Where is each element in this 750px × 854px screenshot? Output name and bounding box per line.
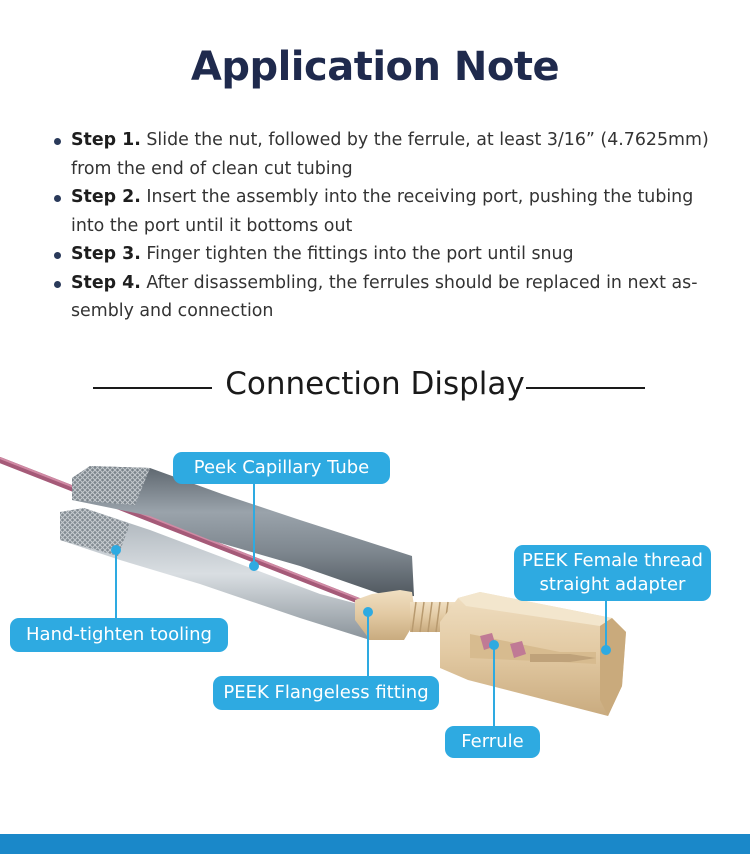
- leader-dot: [111, 545, 121, 555]
- callout-label: PEEK Female thread: [522, 550, 703, 571]
- footer-bar: [0, 834, 750, 854]
- callout-label: Ferrule: [461, 731, 524, 752]
- step-item: Step 2. Insert the assembly into the rec…: [50, 183, 710, 240]
- step-label: Step 4.: [71, 272, 141, 293]
- step-text: Slide the nut, followed by the ferrule, …: [71, 130, 709, 179]
- section-rule-left: [93, 387, 212, 389]
- step-text: Insert the assembly into the receiving p…: [71, 187, 694, 236]
- page-title: Application Note: [190, 44, 560, 90]
- leader-dot: [601, 645, 611, 655]
- step-item: Step 1. Slide the nut, followed by the f…: [50, 126, 710, 183]
- steps-list: Step 1. Slide the nut, followed by the f…: [50, 126, 710, 326]
- callout-label: PEEK Flangeless fitting: [223, 682, 429, 703]
- step-label: Step 2.: [71, 187, 141, 207]
- step-label: Step 1.: [71, 130, 141, 150]
- leader-dot: [489, 640, 499, 650]
- leader-dot: [363, 607, 373, 617]
- callout-straight-adapter: PEEK Female thread straight adapter: [514, 545, 711, 601]
- callout-label: Peek Capillary Tube: [193, 457, 370, 478]
- step-text: After disassembling, the ferrules should…: [71, 272, 698, 322]
- connection-diagram: [0, 457, 626, 726]
- callout-ferrule: Ferrule: [445, 726, 540, 758]
- straight-adapter: [440, 592, 626, 716]
- callout-flangeless-fitting: PEEK Flangeless fitting: [213, 676, 439, 710]
- callout-label: straight adapter: [539, 574, 686, 595]
- callout-capillary-tube: Peek Capillary Tube: [173, 452, 390, 484]
- leader-dot: [249, 561, 259, 571]
- section-rule-right: [526, 387, 645, 389]
- step-item: Step 3. Finger tighten the fittings into…: [50, 240, 710, 269]
- step-item: Step 4. After disassembling, the ferrule…: [50, 269, 710, 326]
- hand-tighten-tooling: [60, 466, 414, 640]
- capillary-tube: [0, 457, 375, 609]
- callout-label: Hand-tighten tooling: [26, 624, 212, 645]
- step-text: Finger tighten the fittings into the por…: [146, 244, 574, 264]
- step-label: Step 3.: [71, 244, 141, 264]
- callout-hand-tighten-tooling: Hand-tighten tooling: [10, 618, 228, 652]
- section-title: Connection Display: [225, 366, 525, 402]
